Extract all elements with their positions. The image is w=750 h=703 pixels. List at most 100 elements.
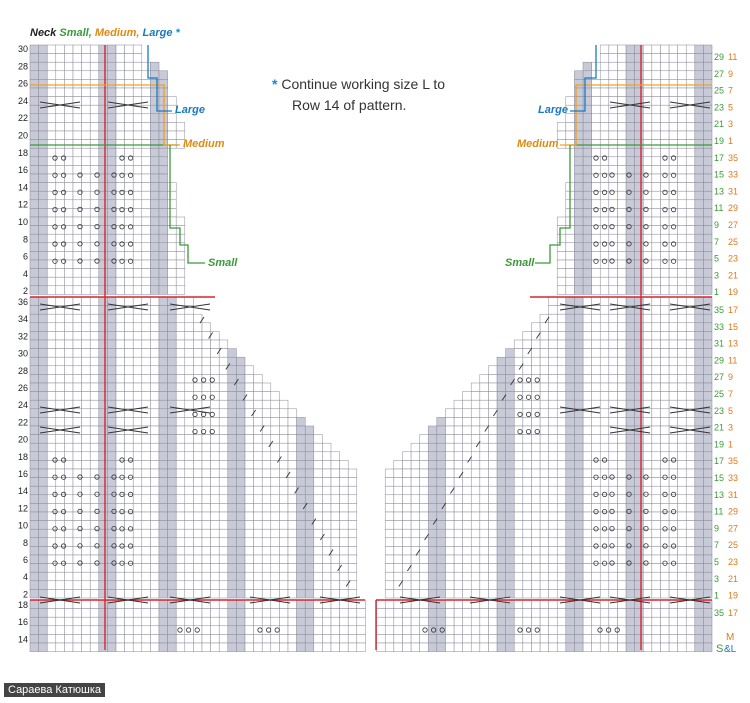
left-mid-cell — [29, 563, 39, 573]
left-mid-cell — [210, 503, 220, 513]
left-bot-cell — [218, 625, 229, 635]
left-mid-cell — [132, 417, 143, 427]
right-top-cell — [617, 199, 627, 209]
right-mid-cell — [402, 451, 412, 461]
right-mid-cell — [685, 580, 696, 590]
left-top-cell — [81, 113, 91, 123]
right-top-cell — [582, 268, 592, 278]
right-mid-cell — [462, 494, 472, 504]
right-mid-cell — [402, 494, 412, 504]
left-top-cell — [141, 165, 151, 175]
left-top-cell — [175, 276, 186, 287]
left-mid-cell — [38, 571, 48, 582]
right-mid-cell — [470, 485, 481, 496]
left-mid-cell — [184, 503, 194, 513]
right-mid-cell — [591, 313, 601, 324]
left-mid-cell — [81, 580, 91, 590]
right-mid-cell — [496, 365, 506, 375]
right-mid-cell — [522, 503, 532, 513]
right-top-cell — [625, 147, 635, 158]
decrease-symbol — [251, 409, 256, 417]
right-top-cell — [625, 268, 635, 278]
yarn-over-symbol — [643, 525, 649, 532]
left-top-cell — [81, 104, 91, 115]
left-top-cell — [46, 276, 57, 287]
decrease-symbol — [458, 471, 464, 479]
left-top-cell — [64, 199, 74, 209]
left-mid-cell — [46, 322, 57, 332]
left-mid-cell — [175, 348, 186, 358]
right-bot-cell — [488, 642, 498, 652]
right-mid-cell — [513, 580, 524, 590]
left-top-cell — [167, 233, 177, 244]
right-mid-cell — [479, 468, 489, 478]
left-mid-cell — [55, 331, 65, 341]
yarn-over-symbol — [257, 627, 263, 633]
left-mid-cell — [98, 511, 108, 521]
right-mid-cell — [660, 356, 670, 367]
right-top-cell — [574, 251, 584, 261]
right-top-cell — [617, 61, 627, 72]
left-top-cell — [107, 87, 117, 97]
right-mid-cell — [436, 554, 446, 564]
right-top-cell — [634, 139, 644, 149]
right-top-cell — [574, 182, 584, 192]
left-top-cell — [115, 165, 125, 175]
yarn-over-symbol — [626, 508, 632, 514]
left-mid-cell — [29, 339, 39, 349]
right-mid-cell — [419, 451, 429, 461]
left-mid-cell — [322, 537, 332, 547]
left-mid-cell — [236, 511, 246, 521]
left-mid-cell — [38, 391, 48, 401]
left-mid-cell — [64, 408, 74, 418]
right-bot-cell — [642, 625, 653, 635]
left-bot-cell — [322, 616, 332, 627]
left-mid-cell — [107, 460, 117, 470]
left-top-cell — [29, 182, 39, 192]
right-top-cell — [599, 268, 610, 278]
left-mid-cell — [304, 546, 315, 556]
yarn-over-symbol — [119, 474, 125, 480]
left-mid-cell — [184, 365, 194, 375]
right-top-cell — [617, 147, 627, 158]
left-top-cell — [72, 139, 82, 149]
left-top-cell — [29, 79, 39, 89]
left-mid-cell — [38, 554, 48, 564]
right-mid-cell — [660, 520, 670, 530]
right-mid-cell — [668, 546, 678, 556]
right-mid-cell — [488, 571, 498, 582]
left-mid-cell — [89, 451, 100, 461]
right-mid-cell — [574, 451, 584, 461]
right-bot-cell — [677, 608, 687, 618]
yarn-over-symbol — [128, 508, 134, 515]
left-mid-cell — [72, 468, 82, 478]
right-mid-cell — [419, 546, 429, 556]
right-mid-cell — [479, 554, 489, 564]
right-mid-cell — [479, 563, 489, 573]
left-top-cell — [124, 156, 134, 166]
left-top-cell — [115, 242, 125, 252]
right-bot-cell — [574, 625, 584, 635]
decrease-symbol — [259, 425, 265, 432]
right-mid-cell — [608, 580, 618, 590]
left-bot-cell — [253, 608, 263, 618]
right-mid-cell — [651, 503, 661, 513]
left-row-number: 28 — [18, 366, 28, 376]
right-mid-cell — [479, 528, 489, 539]
right-bot-cell — [668, 616, 678, 627]
left-top-cell — [132, 79, 143, 89]
right-top-cell — [660, 139, 670, 149]
left-top-cell — [46, 208, 57, 218]
right-top-cell — [625, 251, 635, 261]
right-mid-cell — [419, 537, 429, 547]
right-mid-cell — [522, 537, 532, 547]
right-top-cell — [694, 182, 704, 192]
right-mid-cell — [582, 348, 592, 358]
right-mid-cell — [625, 571, 635, 582]
left-bot-cell — [115, 642, 125, 652]
left-mid-cell — [261, 511, 272, 521]
right-top-cell — [694, 139, 704, 149]
left-mid-cell — [184, 494, 194, 504]
left-mid-cell — [29, 580, 39, 590]
left-mid-cell — [81, 417, 91, 427]
